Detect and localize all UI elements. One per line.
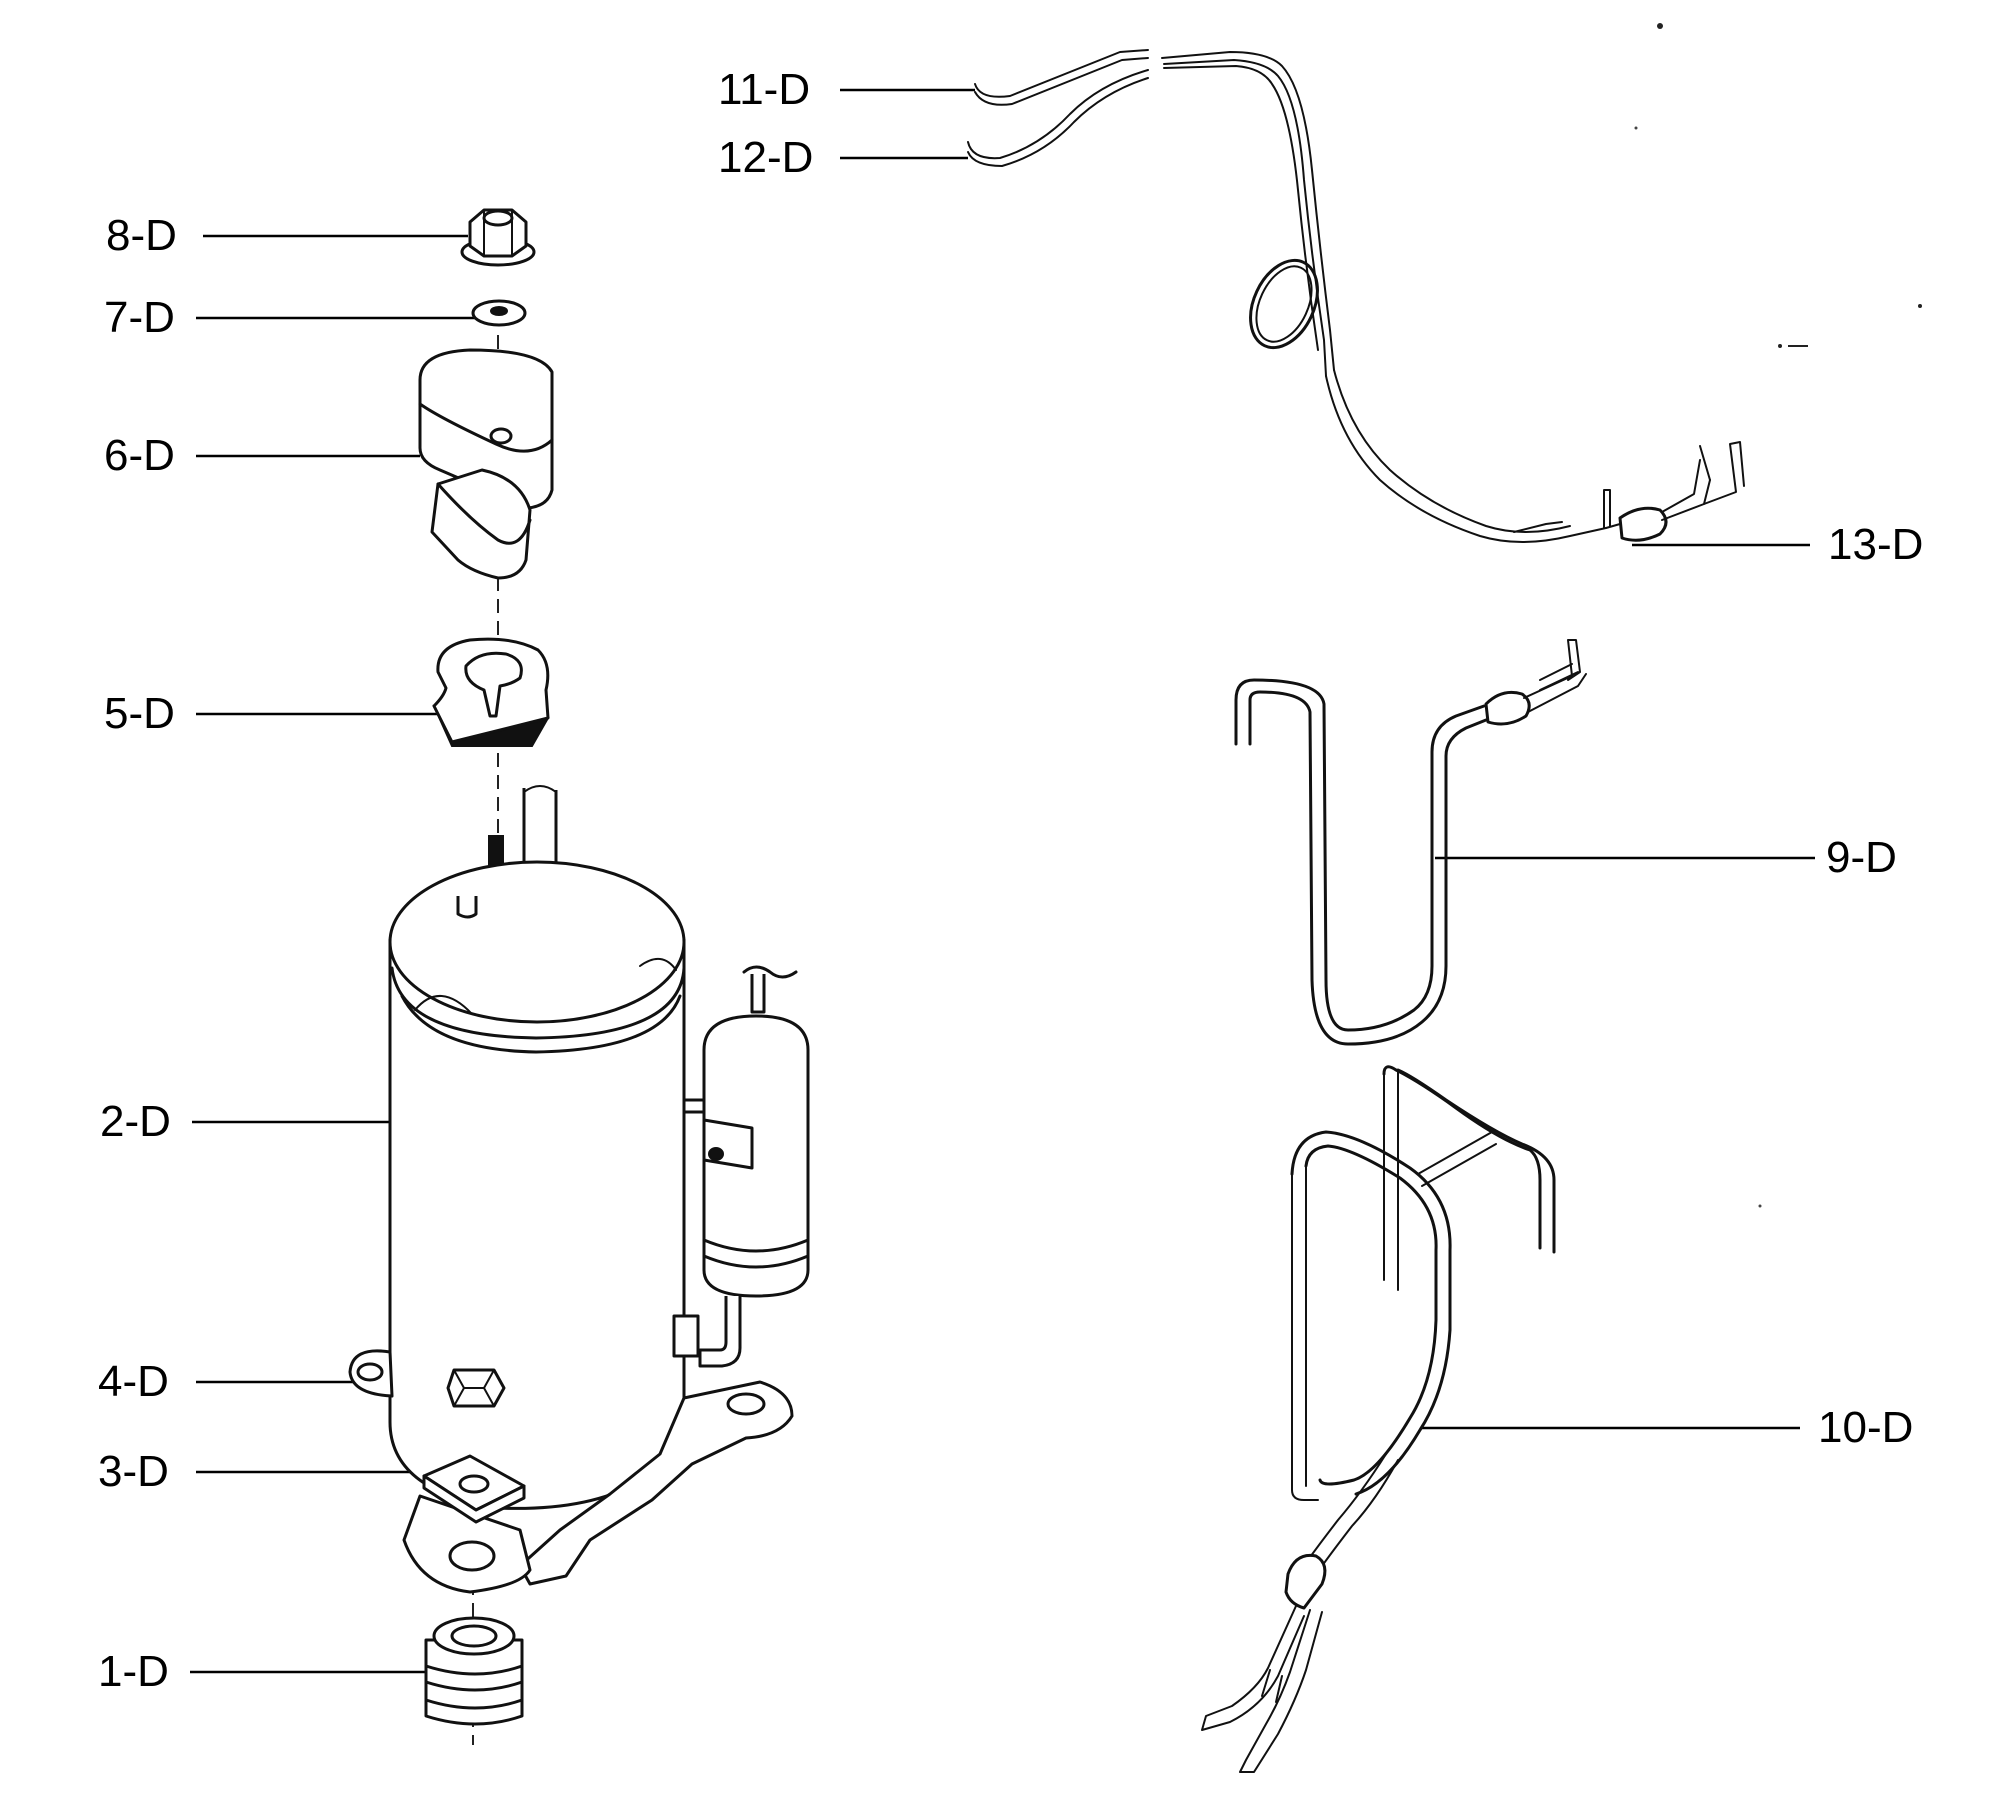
part-4-d-nut: [446, 1368, 506, 1408]
callout-4-d: 4-D: [98, 1357, 169, 1406]
callout-10-d: 10-D: [1818, 1403, 1914, 1452]
part-5-d-gasket: [432, 637, 550, 747]
part-2-d-compressor-body: [388, 860, 686, 1510]
scan-specks: [1634, 23, 1922, 1208]
callout-2-d: 2-D: [100, 1097, 171, 1146]
callout-13-d: 13-D: [1828, 520, 1924, 569]
part-1-d-grommet: [424, 1616, 524, 1726]
callout-7-d: 7-D: [104, 293, 175, 342]
part-10-d-pipe: [1201, 1065, 1556, 1773]
callout-3-d: 3-D: [98, 1447, 169, 1496]
part-8-d-flange-nut: [460, 208, 536, 267]
callout-5-d: 5-D: [104, 689, 175, 738]
part-7-d-washer: [471, 299, 527, 327]
accumulator: [672, 965, 810, 1368]
mounting-base-plate: [348, 1349, 794, 1594]
capillary-tube-assembly: [967, 49, 1745, 543]
part-3-d-spacer-plate: [422, 1454, 526, 1524]
callout-9-d: 9-D: [1826, 833, 1897, 882]
callout-11-d: 11-D: [718, 65, 811, 114]
part-9-d-pipe: [1234, 639, 1587, 1046]
part-6-d-terminal-cover: [418, 348, 554, 580]
callout-1-d: 1-D: [98, 1647, 169, 1696]
callout-8-d: 8-D: [106, 211, 177, 260]
callout-12-d: 12-D: [718, 133, 814, 182]
leader-lines: [190, 88, 1815, 1674]
callout-6-d: 6-D: [104, 431, 175, 480]
